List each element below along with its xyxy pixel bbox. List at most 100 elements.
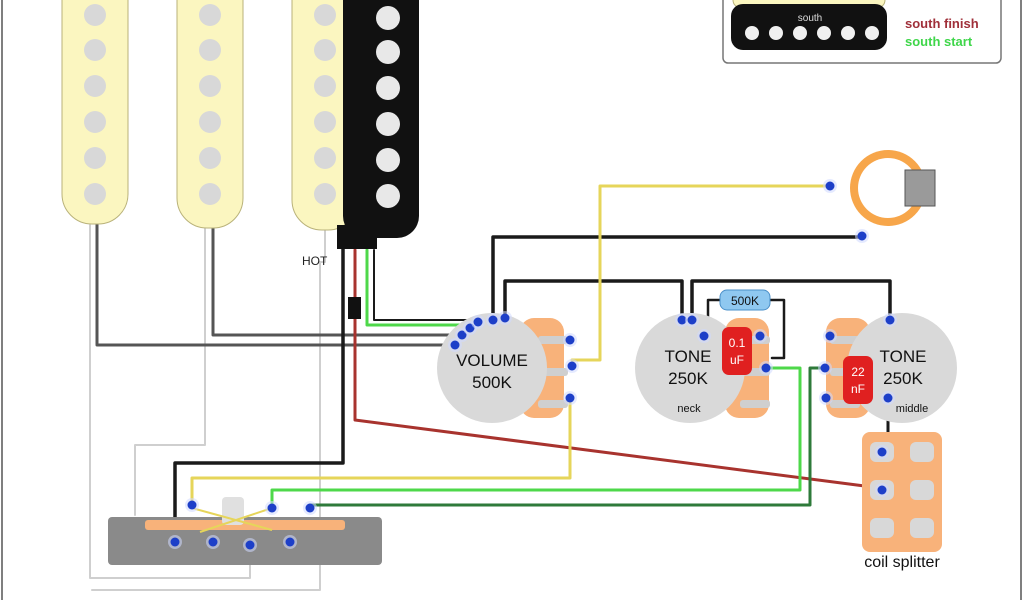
solder-point-14 <box>820 363 830 373</box>
tone2-cap-unit: nF <box>851 382 865 396</box>
pole-middle-3 <box>199 111 221 133</box>
volume-value: 500K <box>472 373 512 392</box>
tone1-body <box>635 313 745 423</box>
solder-point-21 <box>877 447 887 457</box>
solder-point-28 <box>267 503 277 513</box>
wire-grey-middle <box>211 223 464 337</box>
splitter-lug-1 <box>910 442 934 462</box>
solder-point-9 <box>677 315 687 325</box>
humbucker-wire-exit <box>337 225 377 249</box>
solder-point-6 <box>565 335 575 345</box>
legend-pole-4 <box>841 26 855 40</box>
switch-jumper-1 <box>191 507 273 531</box>
wire-black-pot-ground-1 <box>503 279 684 320</box>
solder-point-0 <box>450 340 460 350</box>
legend-poles <box>745 26 879 40</box>
legend-pole-0 <box>745 26 759 40</box>
solder-point-29 <box>305 503 315 513</box>
wire-black-pot-ground-2 <box>690 279 892 320</box>
tone-pot-middle: TONE 250K middle 22 nF <box>826 313 957 423</box>
legend-pole-5 <box>865 26 879 40</box>
pole-neck-3 <box>84 111 106 133</box>
solder-point-17 <box>883 393 893 403</box>
coil-splitter-label: coil splitter <box>864 554 940 571</box>
splitter-lug-3 <box>910 480 934 500</box>
tone1-sub-label: neck <box>677 403 701 415</box>
solder-point-8 <box>565 393 575 403</box>
coil-splitter: coil splitter <box>862 432 942 571</box>
pole-bucker-cream-3 <box>314 111 336 133</box>
solder-point-25 <box>245 540 255 550</box>
splitter-lugs <box>870 442 934 538</box>
solder-joints <box>168 179 897 552</box>
solder-point-27 <box>187 500 197 510</box>
tone2-value: 250K <box>883 369 923 388</box>
output-jack <box>850 150 936 226</box>
tone1-cap-unit: uF <box>730 353 744 367</box>
wire-green-tone1 <box>270 366 802 510</box>
pole-neck-5 <box>84 183 106 205</box>
pole-bucker-cream-0 <box>314 4 336 26</box>
splitter-lug-4 <box>870 518 894 538</box>
pole-neck-1 <box>84 39 106 61</box>
wire-grey-neck <box>95 218 457 347</box>
tone2-lug-0 <box>830 336 860 344</box>
solder-point-10 <box>687 315 697 325</box>
tone1-cap-value: 0.1 <box>729 336 746 350</box>
solder-point-22 <box>877 485 887 495</box>
switch-jumper-2 <box>199 507 273 533</box>
volume-pot: VOLUME 500K <box>437 313 568 423</box>
pole-bucker-black-3 <box>376 112 400 136</box>
pole-neck-2 <box>84 75 106 97</box>
wires <box>89 184 892 591</box>
pole-middle-0 <box>199 4 221 26</box>
solder-point-15 <box>825 331 835 341</box>
legend-bucker-label: south <box>798 13 822 24</box>
switch-contact-strip <box>145 520 345 530</box>
solder-point-16 <box>821 393 831 403</box>
tone1-capacitor <box>722 327 752 375</box>
pole-middle-1 <box>199 39 221 61</box>
hot-label: HOT <box>302 254 328 268</box>
wire-black-start <box>373 249 473 321</box>
tone2-sub-label: middle <box>896 403 928 415</box>
resistor-body <box>719 289 771 311</box>
tone1-value: 250K <box>668 369 708 388</box>
tone2-capacitor <box>843 356 873 404</box>
pole-pieces <box>84 4 400 208</box>
tone1-lug-2 <box>740 400 770 408</box>
pole-bucker-cream-1 <box>314 39 336 61</box>
jack-sleeve <box>904 169 936 207</box>
solder-point-11 <box>699 331 709 341</box>
pole-neck-4 <box>84 147 106 169</box>
wire-green-start <box>365 248 470 327</box>
wire-white-ground-3 <box>91 224 326 591</box>
legend-south-start: south start <box>905 34 973 49</box>
legend-south-finish: south finish <box>905 16 979 31</box>
resistor-label: 500K <box>731 294 759 308</box>
tone2-body <box>847 313 957 423</box>
legend-pole-3 <box>817 26 831 40</box>
solder-point-4 <box>488 315 498 325</box>
pole-bucker-cream-5 <box>314 183 336 205</box>
tone2-label: TONE <box>880 347 927 366</box>
wire-yellow-switch <box>190 396 572 507</box>
pole-bucker-cream-2 <box>314 75 336 97</box>
solder-point-5 <box>500 313 510 323</box>
volume-lug-0 <box>538 336 568 344</box>
solder-point-20 <box>857 231 867 241</box>
legend-pole-2 <box>793 26 807 40</box>
tone2-cap-value: 22 <box>851 365 865 379</box>
pole-bucker-black-1 <box>376 40 400 64</box>
solder-point-7 <box>567 361 577 371</box>
pole-middle-4 <box>199 147 221 169</box>
resistor-500k: 500K <box>719 289 771 311</box>
legend-pole-1 <box>769 26 783 40</box>
solder-point-13 <box>761 363 771 373</box>
pole-middle-5 <box>199 183 221 205</box>
solder-point-1 <box>457 330 467 340</box>
solder-point-3 <box>473 317 483 327</box>
wire-black-hot <box>173 243 345 542</box>
jack-inner <box>858 158 918 218</box>
pole-bucker-black-4 <box>376 148 400 172</box>
